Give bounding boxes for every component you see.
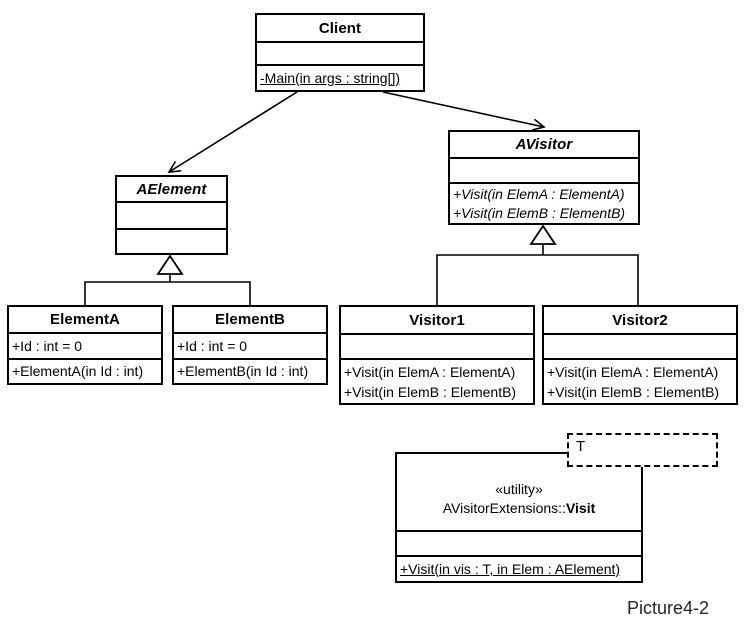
method-label: +Visit(in vis : T, in Elem : AElement) — [400, 560, 621, 577]
methods-compartment: +Visit(in ElemA : ElementA) +Visit(in El… — [450, 184, 638, 223]
figure-caption: Picture4-2 — [627, 598, 710, 618]
class-title-visitor1: Visitor1 — [341, 307, 533, 335]
attributes-compartment-empty — [341, 335, 533, 360]
hollow-triangle-icon — [156, 254, 184, 275]
methods-compartment-empty — [117, 230, 226, 253]
class-box-visitor1: Visitor1 +Visit(in ElemA : ElementA) +Vi… — [339, 305, 535, 405]
method-label: -Main(in args : string[]) — [260, 69, 401, 86]
attribute-label: +Id : int = 0 — [12, 337, 83, 354]
class-box-avisitorextensions: «utility» AVisitorExtensions::Visit +Vis… — [395, 452, 643, 583]
method-label: +Visit(in ElemB : ElementB) — [547, 384, 720, 400]
methods-compartment: -Main(in args : string[]) — [257, 66, 423, 90]
method-label: +Visit(in ElemB : ElementB) — [453, 205, 626, 221]
class-box-avisitor: AVisitor +Visit(in ElemA : ElementA) +Vi… — [448, 130, 640, 225]
class-name-emphasis: Visit — [565, 500, 596, 516]
method-label: +Visit(in ElemB : ElementB) — [344, 384, 517, 400]
methods-compartment: +Visit(in ElemA : ElementA) +Visit(in El… — [341, 360, 533, 403]
attributes-compartment-empty — [257, 43, 423, 66]
class-title-visitor2: Visitor2 — [544, 307, 736, 335]
methods-compartment: +ElementA(in Id : int) — [9, 360, 161, 383]
template-parameter-label: T — [576, 438, 586, 455]
class-name-prefix: AVisitorExtensions:: — [442, 500, 566, 516]
attributes-compartment-empty — [450, 159, 638, 184]
class-title-avisitor: AVisitor — [450, 132, 638, 160]
generalization-elements-to-aelement — [84, 254, 251, 305]
generalization-visitors-to-avisitor — [436, 224, 639, 305]
class-title-elementa: ElementA — [9, 307, 161, 334]
hollow-triangle-icon — [529, 224, 557, 245]
attributes-compartment-empty — [117, 203, 226, 230]
attributes-compartment-empty — [544, 335, 736, 360]
attribute-label: +Id : int = 0 — [177, 337, 248, 354]
method-label: +Visit(in ElemA : ElementA) — [547, 364, 719, 380]
attributes-compartment: +Id : int = 0 — [174, 334, 326, 360]
methods-compartment: +Visit(in vis : T, in Elem : AElement) — [397, 557, 641, 581]
class-header-utility: «utility» AVisitorExtensions::Visit — [397, 454, 641, 532]
class-box-visitor2: Visitor2 +Visit(in ElemA : ElementA) +Vi… — [542, 305, 738, 405]
attributes-compartment: +Id : int = 0 — [9, 334, 161, 360]
class-box-elementb: ElementB +Id : int = 0 +ElementB(in Id :… — [172, 305, 328, 385]
method-label: +ElementB(in Id : int) — [177, 363, 309, 379]
template-parameter-box: T — [567, 433, 718, 467]
association-client-avisitor-line — [382, 91, 544, 127]
method-label: +Visit(in ElemA : ElementA) — [344, 364, 516, 380]
association-client-aelement-line — [169, 91, 298, 172]
stereotype-label: «utility» — [495, 481, 543, 497]
class-box-client: Client -Main(in args : string[]) — [255, 13, 425, 92]
attributes-compartment-empty — [397, 532, 641, 557]
class-box-elementa: ElementA +Id : int = 0 +ElementA(in Id :… — [7, 305, 163, 385]
class-title-avisitorextensions: AVisitorExtensions::Visit — [443, 499, 596, 518]
class-title-aelement: AElement — [117, 177, 226, 203]
class-title-elementb: ElementB — [174, 307, 326, 334]
method-label: +Visit(in ElemA : ElementA) — [453, 186, 625, 202]
methods-compartment: +Visit(in ElemA : ElementA) +Visit(in El… — [544, 360, 736, 403]
class-box-aelement: AElement — [115, 175, 228, 255]
class-title-client: Client — [257, 15, 423, 43]
method-label: +ElementA(in Id : int) — [12, 363, 144, 379]
methods-compartment: +ElementB(in Id : int) — [174, 360, 326, 383]
